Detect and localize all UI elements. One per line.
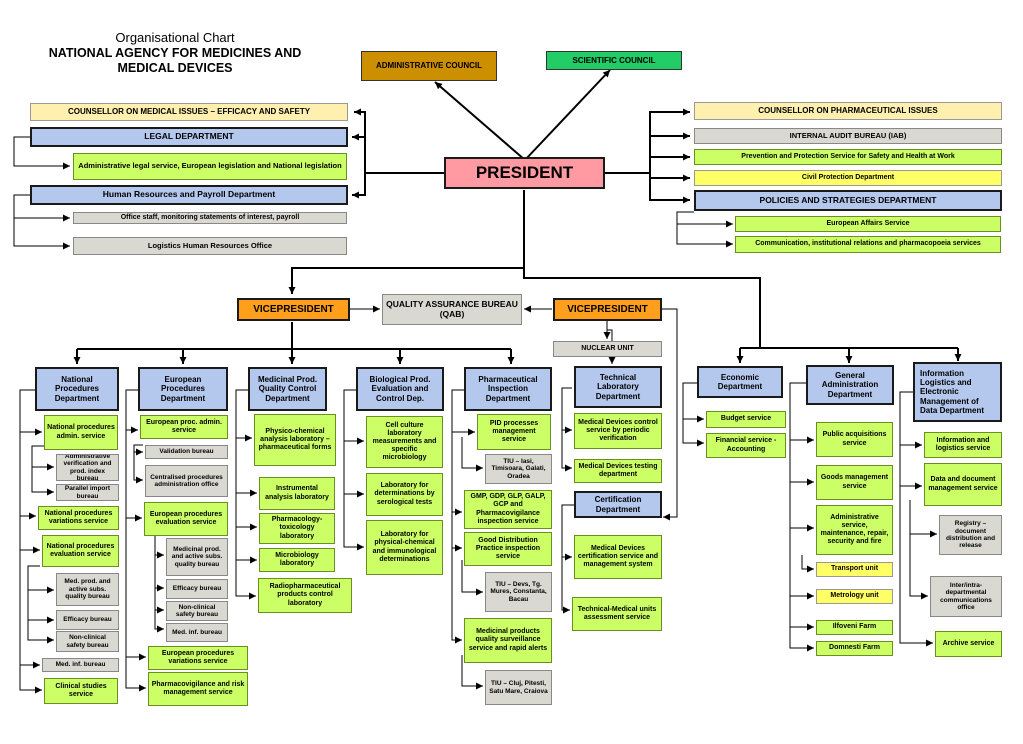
pharmacovigilance-service-box: Pharmacovigilance and risk management se… — [148, 672, 248, 706]
quality-control-department-box: Medicinal Prod. Quality Control Departme… — [248, 367, 327, 411]
archive-service-box: Archive service — [935, 631, 1002, 657]
administrative-council-box: ADMINISTRATIVE COUNCIL — [361, 51, 497, 81]
metrology-unit-box: Metrology unit — [816, 589, 893, 604]
european-variations-service-box: European procedures variations service — [148, 646, 248, 670]
data-document-management-box: Data and document management service — [924, 463, 1002, 506]
biological-department-box: Biological Prod. Evaluation and Control … — [356, 367, 444, 411]
ilfoveni-farm-box: Ilfoveni Farm — [816, 620, 893, 635]
quality-surveillance-service-box: Medicinal products quality surveillance … — [464, 618, 552, 663]
european-efficacy-bureau-box: Efficacy bureau — [166, 579, 228, 599]
clinical-studies-service-box: Clinical studies service — [44, 678, 118, 704]
parallel-import-bureau-box: Parallel import bureau — [56, 484, 119, 501]
registry-box: Registry – document distribution and rel… — [939, 515, 1002, 555]
general-administration-department-box: General Administration Department — [806, 365, 894, 405]
validation-bureau-box: Validation bureau — [145, 445, 228, 459]
national-procedures-department-box: National Procedures Department — [35, 367, 119, 411]
gmp-inspection-service-box: GMP, GDP, GLP, GALP, GCP and Pharmacovig… — [464, 490, 552, 529]
gdp-inspection-service-box: Good Distribution Practice inspection se… — [464, 532, 552, 566]
physico-chemical-lab-box: Physico-chemical analysis laboratory – p… — [254, 414, 336, 466]
european-admin-service-box: European proc. admin. service — [140, 415, 228, 439]
european-quality-bureau-box: Medicinal prod. and active subs. quality… — [166, 538, 228, 576]
admin-maintenance-service-box: Administrative service, maintenance, rep… — [816, 505, 893, 555]
transport-unit-box: Transport unit — [816, 562, 893, 577]
admin-legal-service-box: Administrative legal service, European l… — [73, 153, 347, 180]
president-box: PRESIDENT — [444, 157, 605, 189]
vicepresident-right-box: VICEPRESIDENT — [553, 298, 662, 321]
chart-title-line1: Organisational Chart — [115, 30, 235, 45]
economic-department-box: Economic Department — [697, 366, 783, 398]
communication-services-box: Communication, institutional relations a… — [735, 236, 1001, 253]
european-evaluation-service-box: European procedures evaluation service — [144, 502, 228, 536]
vicepresident-left-box: VICEPRESIDENT — [237, 298, 350, 321]
tiu-cluj-box: TIU – Cluj, Pitesti, Satu Mare, Craiova — [485, 670, 552, 705]
physical-chemical-lab-box: Laboratory for physical-chemical and imm… — [366, 520, 443, 575]
chart-title-line2: NATIONAL AGENCY FOR MEDICINES AND MEDICA… — [48, 45, 302, 75]
national-variations-service-box: National procedures variations service — [38, 506, 119, 530]
radiopharmaceutical-lab-box: Radiopharmaceutical products control lab… — [258, 578, 352, 613]
certification-department-box: Certification Department — [574, 491, 662, 518]
counsellor-pharma-issues-box: COUNSELLOR ON PHARMACEUTICAL ISSUES — [694, 102, 1002, 120]
budget-service-box: Budget service — [706, 411, 786, 428]
certification-service-box: Medical Devices certification service an… — [574, 535, 662, 579]
european-non-clinical-bureau-box: Non-clinical safety bureau — [166, 601, 228, 621]
instrumental-analysis-lab-box: Instrumental analysis laboratory — [259, 477, 335, 510]
pid-processes-service-box: PID processes management service — [477, 414, 551, 450]
national-efficacy-bureau-box: Efficacy bureau — [56, 610, 119, 630]
national-non-clinical-bureau-box: Non-clinical safety bureau — [56, 631, 119, 652]
periodic-verification-service-box: Medical Devices control service by perio… — [574, 413, 662, 449]
national-evaluation-service-box: National procedures evaluation service — [42, 535, 119, 567]
public-acquisitions-box: Public acquisitions service — [816, 422, 893, 457]
technical-medical-assessment-box: Technical-Medical units assessment servi… — [572, 597, 662, 631]
counsellor-medical-issues-box: COUNSELLOR ON MEDICAL ISSUES – EFFICACY … — [30, 103, 348, 121]
civil-protection-box: Civil Protection Department — [694, 170, 1002, 186]
admin-verification-bureau-box: Administrative verification and prod. in… — [56, 454, 119, 481]
centralised-procedures-office-box: Centralised procedures administration of… — [145, 465, 228, 497]
inspection-department-box: Pharmaceutical Inspection Department — [464, 367, 552, 411]
devices-testing-department-box: Medical Devices testing department — [574, 459, 662, 483]
internal-audit-bureau-box: INTERNAL AUDIT BUREAU (IAB) — [694, 128, 1002, 144]
hr-payroll-department-box: Human Resources and Payroll Department — [30, 185, 348, 205]
policies-strategies-department-box: POLICIES AND STRATEGIES DEPARTMENT — [694, 190, 1002, 211]
technical-laboratory-department-box: Technical Laboratory Department — [574, 366, 662, 408]
office-staff-box: Office staff, monitoring statements of i… — [73, 212, 347, 224]
prevention-protection-box: Prevention and Protection Service for Sa… — [694, 149, 1002, 165]
pharmacology-toxicology-lab-box: Pharmacology-toxicology laboratory — [259, 513, 335, 544]
logistics-hr-office-box: Logistics Human Resources Office — [73, 237, 347, 255]
inter-intra-communications-box: Inter/intra-departmental communications … — [930, 576, 1002, 617]
tiu-iasi-box: TIU – Iasi, Timisoara, Galati, Oradea — [485, 454, 552, 484]
information-logistics-department-box: Information Logistics and Electronic Man… — [913, 362, 1002, 422]
microbiology-lab-box: Microbiology laboratory — [259, 548, 335, 572]
tiu-devs-box: TIU – Devs, Tg. Mures, Constanta, Bacau — [485, 572, 552, 612]
domnesti-farm-box: Domnesti Farm — [816, 641, 893, 656]
european-procedures-department-box: European Procedures Department — [138, 367, 228, 411]
european-med-inf-bureau-box: Med. inf. bureau — [166, 623, 228, 642]
national-med-inf-bureau-box: Med. inf. bureau — [42, 658, 119, 672]
information-logistics-service-box: Information and logistics service — [924, 432, 1002, 458]
quality-assurance-bureau-box: QUALITY ASSURANCE BUREAU (QAB) — [382, 294, 522, 325]
legal-department-box: LEGAL DEPARTMENT — [30, 127, 348, 147]
european-affairs-box: European Affairs Service — [735, 216, 1001, 232]
national-admin-service-box: National procedures admin. service — [44, 415, 118, 450]
scientific-council-box: SCIENTIFIC COUNCIL — [546, 51, 682, 70]
chart-title: Organisational Chart NATIONAL AGENCY FOR… — [20, 30, 330, 76]
cell-culture-lab-box: Cell culture laboratory measurements and… — [366, 416, 443, 468]
goods-management-box: Goods management service — [816, 465, 893, 500]
nuclear-unit-box: NUCLEAR UNIT — [553, 341, 662, 357]
serological-lab-box: Laboratory for determinations by serolog… — [366, 473, 443, 516]
financial-service-box: Financial service - Accounting — [706, 433, 786, 458]
national-quality-bureau-box: Med. prod. and active subs. quality bure… — [56, 573, 119, 606]
